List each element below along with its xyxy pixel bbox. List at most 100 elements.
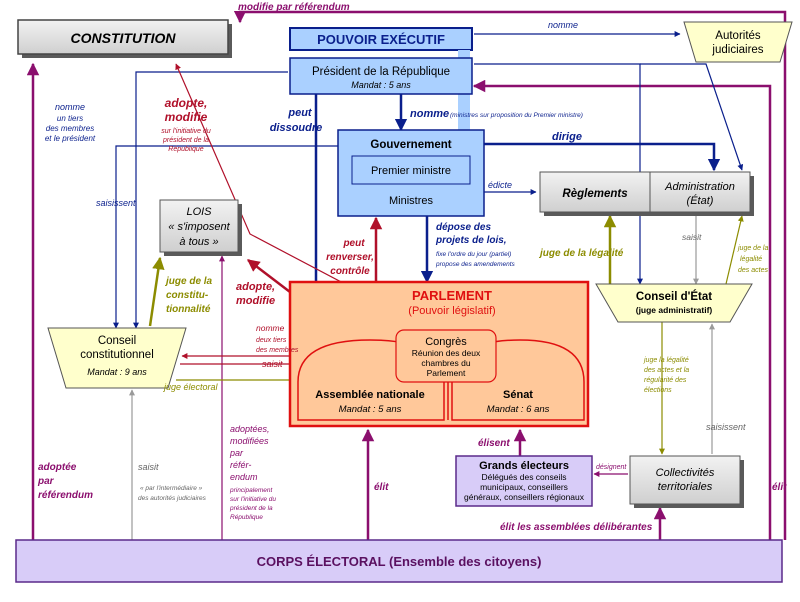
- label-juge-actes-3: des actes: [738, 267, 768, 274]
- grands-electeurs-line2: municipaux, conseillers: [480, 482, 568, 492]
- label-saisit-bottom: saisit: [138, 462, 159, 472]
- congres-line3: Parlement: [427, 368, 466, 378]
- pouvoir-executif-label: POUVOIR EXÉCUTIF: [317, 32, 445, 47]
- box-corps-electoral: CORPS ÉLECTORAL (Ensemble des citoyens): [15, 539, 783, 583]
- label-adopte-1: adopte,: [165, 96, 208, 110]
- label-adopte-2: modifie: [165, 110, 208, 124]
- label-depose-3: fixe l'ordre du jour (partiel): [436, 251, 511, 258]
- label-constitutionnalite-2: constitu-: [166, 290, 209, 301]
- label-constitutionnalite-3: tionnalité: [166, 304, 211, 315]
- label-nomme-gov-small: (ministres sur proposition du Premier mi…: [450, 112, 583, 119]
- box-lois: LOIS « s'imposent à tous »: [159, 199, 242, 256]
- label-dirige: dirige: [552, 131, 582, 143]
- premier-ministre-label: Premier ministre: [371, 165, 451, 177]
- arrow-elit-president: [472, 79, 772, 540]
- president-mandat: Mandat : 5 ans: [351, 80, 411, 90]
- corps-electoral-label: CORPS ÉLECTORAL (Ensemble des citoyens): [257, 554, 542, 569]
- label-juge-actes-2: légalité: [740, 256, 762, 263]
- label-constitutionnalite-1: juge de la: [164, 276, 213, 287]
- gouvernement-title: Gouvernement: [370, 139, 451, 151]
- label-nomme-parl-1: nomme: [256, 323, 285, 333]
- box-conseil-constitutionnel: Conseil constitutionnel Mandat : 9 ans: [47, 327, 187, 389]
- arrow-president-admin: [640, 63, 744, 171]
- label-nomme-parl-2: deux tiers: [256, 337, 287, 344]
- label-renverser-3: contrôle: [330, 266, 370, 277]
- arrow-nomme-cc: [133, 71, 288, 329]
- box-pouvoir-executif: POUVOIR EXÉCUTIF: [289, 27, 473, 51]
- label-juge-coll-2: des actes et la: [644, 367, 689, 374]
- label-nomme-cc-4: et le président: [45, 134, 96, 143]
- senat-mandat: Mandat : 6 ans: [487, 404, 550, 415]
- box-parlement: PARLEMENT (Pouvoir législatif) Assemblée…: [288, 280, 590, 428]
- lois-line2: « s'imposent: [168, 221, 230, 233]
- label-modifie-referendum: modifie par référendum: [238, 2, 350, 13]
- parlement-title: PARLEMENT: [412, 288, 492, 303]
- label-adoptee-ref-2: par: [37, 476, 55, 487]
- cc-mandat: Mandat : 9 ans: [87, 367, 147, 377]
- box-reglements-administration: Règlements Administration (État): [539, 171, 754, 216]
- lois-line3: à tous »: [179, 236, 218, 248]
- box-conseil-etat: Conseil d'État (juge administratif): [595, 283, 753, 323]
- arrow-saisissent-left: [113, 145, 338, 329]
- label-nomme-cc-3: des membres: [46, 124, 94, 133]
- arrow-dirige: [484, 142, 721, 172]
- cc-line2: constitutionnel: [80, 349, 154, 361]
- label-saisit-parl: saisit: [262, 359, 283, 369]
- assemblee-mandat: Mandat : 5 ans: [339, 404, 402, 415]
- box-constitution: CONSTITUTION: [17, 19, 232, 58]
- box-collectivites: Collectivités territoriales: [629, 455, 744, 508]
- reglements-label: Règlements: [562, 188, 627, 200]
- label-juge-legalite: juge de la légalité: [538, 248, 624, 259]
- congres-line2: chambres du: [421, 358, 470, 368]
- label-nomme-parl-3: des membres: [256, 347, 299, 354]
- label-initiative2-1: principalement: [229, 487, 273, 494]
- label-elit-right: élit: [772, 482, 787, 493]
- label-saisissent-left: saisissent: [96, 198, 136, 208]
- administration-line2: (État): [687, 194, 714, 207]
- label-nomme-gov: nomme: [410, 108, 449, 120]
- grands-electeurs-line1: Délégués des conseils: [481, 472, 566, 482]
- parlement-subtitle: (Pouvoir législatif): [408, 305, 495, 317]
- label-peut-dissoudre-1: peut: [287, 107, 313, 119]
- label-elisent: élisent: [478, 438, 510, 449]
- label-nomme-cc-2: un tiers: [57, 114, 83, 123]
- arrows: [26, 10, 787, 540]
- arrow-adopte-lois: [247, 259, 291, 293]
- assemblee-title: Assemblée nationale: [315, 389, 424, 401]
- administration-line1: Administration: [664, 181, 735, 193]
- autorites-line1: Autorités: [715, 30, 761, 42]
- label-initiative-3: République: [168, 146, 204, 153]
- label-initiative-2: président de la: [162, 137, 209, 144]
- label-juge-coll-3: régularité des: [644, 377, 687, 384]
- conseil-etat-title: Conseil d'État: [636, 290, 712, 303]
- label-depose-4: propose des amendements: [435, 261, 516, 268]
- label-initiative2-3: président de la: [229, 505, 273, 512]
- label-intermediaire-1: « par l'intermédiaire »: [140, 485, 203, 492]
- labels: modifie par référendum nomme nomme un ti…: [37, 2, 787, 533]
- label-depose-1: dépose des: [436, 222, 491, 233]
- label-peut-dissoudre-2: dissoudre: [270, 122, 323, 134]
- label-adoptees-5: endum: [230, 472, 258, 482]
- label-elit-assemblees: élit les assemblées délibérantes: [500, 522, 653, 533]
- arrow-juge-constitutionnalite: [148, 256, 165, 327]
- box-president: Président de la République Mandat : 5 an…: [289, 57, 473, 95]
- label-juge-coll-4: élections: [644, 387, 672, 394]
- congres-line1: Réunion des deux: [412, 348, 481, 358]
- label-adoptees-1: adoptées,: [230, 424, 270, 434]
- president-title: Président de la République: [312, 66, 450, 78]
- label-nomme-cc-1: nomme: [55, 102, 85, 112]
- lois-line1: LOIS: [186, 206, 212, 218]
- label-juge-coll-1: juge la légalité: [643, 357, 689, 364]
- label-adoptees-3: par: [229, 448, 244, 458]
- senat-title: Sénat: [503, 389, 533, 401]
- label-adopte-parl-2: modifie: [236, 295, 275, 307]
- label-adoptees-2: modifiées: [230, 436, 269, 446]
- label-adopte-parl-1: adopte,: [236, 281, 275, 293]
- box-gouvernement: Gouvernement Premier ministre Ministres: [337, 129, 485, 217]
- collectivites-line2: territoriales: [658, 481, 713, 493]
- constitution-label: CONSTITUTION: [71, 30, 177, 46]
- label-adoptee-ref-1: adoptée: [38, 462, 77, 473]
- grands-electeurs-title: Grands électeurs: [479, 460, 569, 472]
- arrow-juge-actes: [725, 215, 744, 285]
